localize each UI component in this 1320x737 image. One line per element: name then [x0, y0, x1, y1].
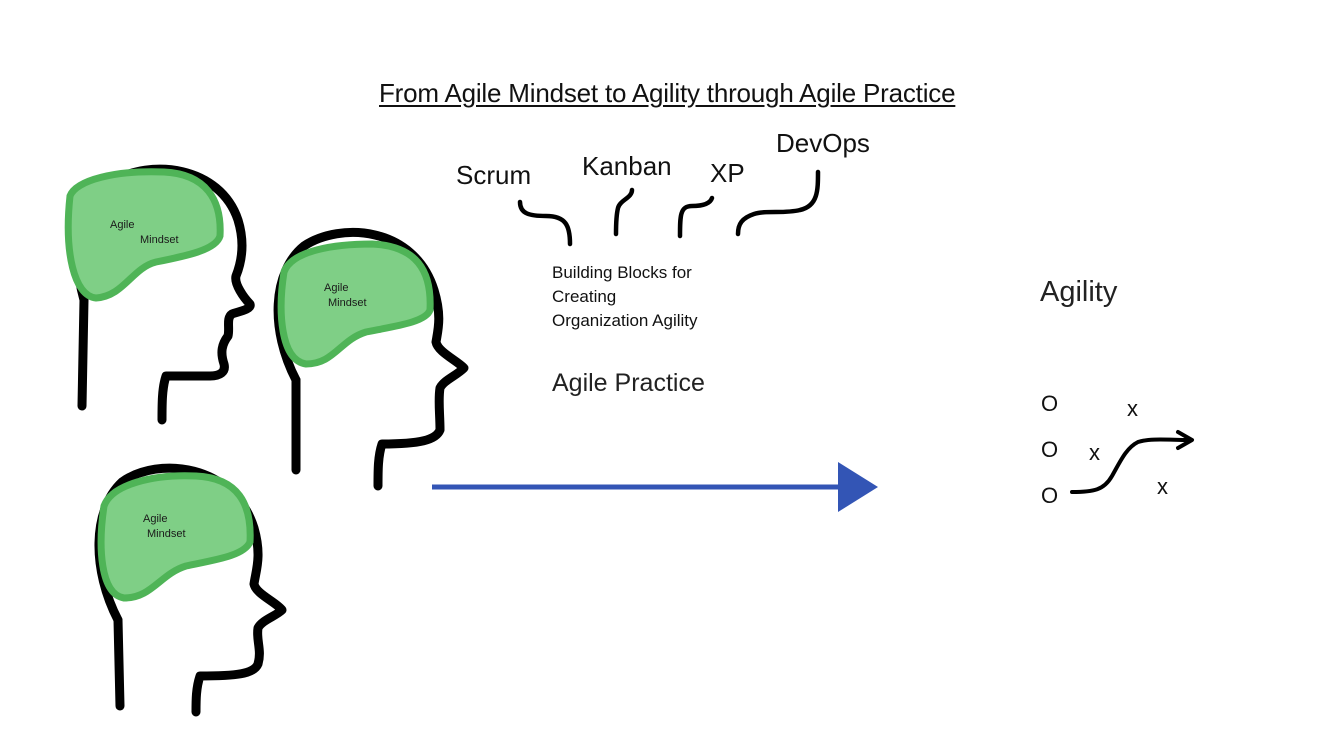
- agility-x-mark-2: x: [1089, 440, 1100, 465]
- head-2-label-line2: Mindset: [328, 297, 367, 309]
- head-3-label-line2: Mindset: [147, 528, 186, 540]
- head-silhouette-3: [94, 463, 287, 717]
- agility-x-mark-1: x: [1127, 396, 1138, 421]
- agility-o-mark-3: O: [1041, 483, 1059, 508]
- head-outline: [273, 227, 469, 491]
- brain-shape: [97, 472, 254, 602]
- head-1-label: Agile Mindset: [110, 218, 179, 248]
- agility-o-mark-2: O: [1041, 437, 1059, 462]
- brain-shape: [277, 240, 434, 368]
- building-blocks-line2: Creating: [552, 287, 617, 306]
- neck-line: [113, 615, 125, 711]
- method-devops: DevOps: [776, 128, 870, 158]
- head-2-label-line1: Agile: [324, 282, 349, 294]
- head-outline: [94, 463, 287, 717]
- neck-line: [77, 295, 89, 411]
- agile-practice-label: Agile Practice: [552, 369, 705, 397]
- diagram-title: From Agile Mindset to Agility through Ag…: [379, 78, 956, 108]
- agility-o-mark-1: O: [1041, 391, 1059, 416]
- agility-x-mark-3: x: [1157, 474, 1168, 499]
- building-blocks-line1: Building Blocks for: [552, 263, 692, 282]
- xp-connector: [677, 195, 715, 239]
- head-silhouette-1: [64, 164, 255, 425]
- head-silhouette-2: [273, 227, 469, 491]
- agility-play-arrowhead: [1176, 430, 1194, 450]
- agility-play-curve: [1070, 437, 1190, 494]
- kanban-connector: [613, 187, 635, 237]
- head-2-label: Agile Mindset: [324, 281, 367, 311]
- head-3-label-line1: Agile: [143, 513, 168, 525]
- scrum-connector: [517, 199, 573, 247]
- devops-connector: [735, 169, 821, 237]
- building-blocks-line3: Organization Agility: [552, 311, 698, 330]
- head-3-label: Agile Mindset: [143, 512, 186, 542]
- method-kanban: Kanban: [582, 151, 672, 181]
- agility-label: Agility: [1040, 276, 1118, 308]
- brain-shape: [64, 168, 224, 302]
- head-1-label-line2: Mindset: [140, 234, 179, 246]
- head-1-label-line1: Agile: [110, 219, 135, 231]
- method-xp: XP: [710, 158, 745, 188]
- method-scrum: Scrum: [456, 160, 532, 190]
- building-blocks-text: Building Blocks for Creating Organizatio…: [552, 261, 752, 333]
